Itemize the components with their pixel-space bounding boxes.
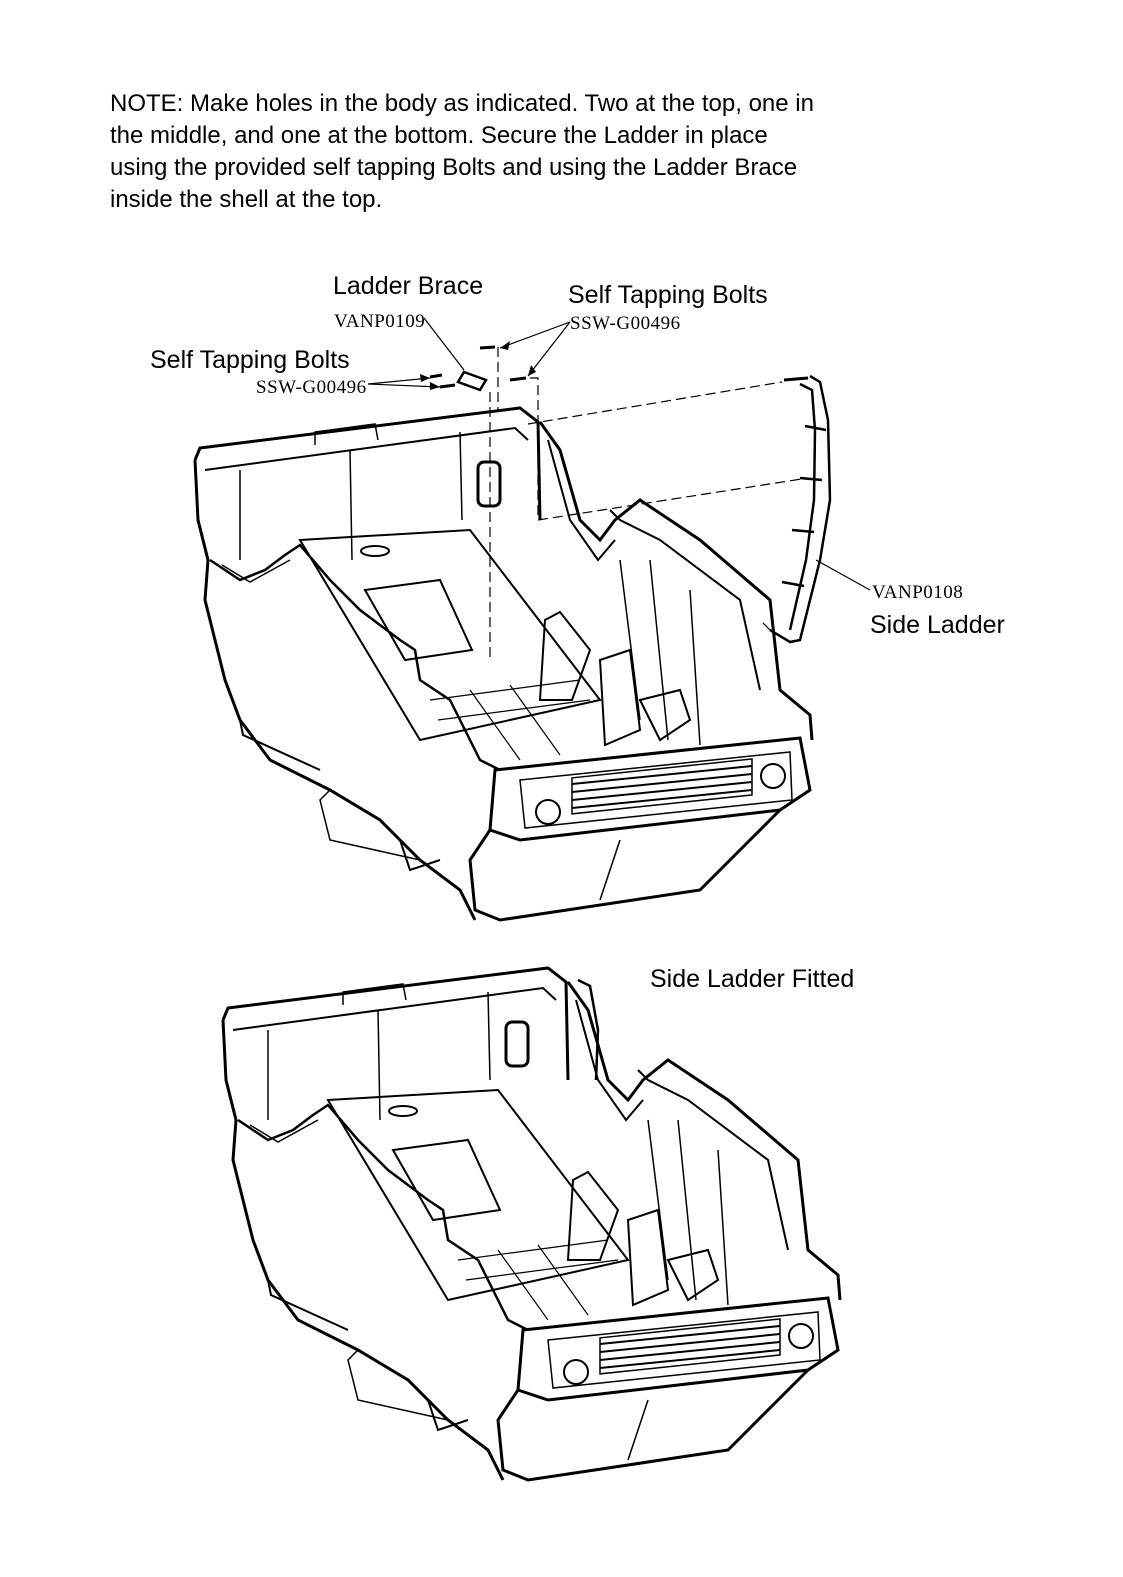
fitted-ladder	[577, 978, 600, 1081]
callout-bolts-top-name: Self Tapping Bolts	[568, 281, 768, 309]
assembly-guide-lines	[489, 347, 809, 660]
van-body-fitted	[221, 966, 842, 1482]
van-body-exploded	[193, 406, 814, 922]
callout-bolts-left-code: SSW-G00496	[256, 377, 367, 398]
ladder-brace-part	[456, 370, 488, 392]
callout-bolts-left-name: Self Tapping Bolts	[150, 346, 350, 374]
callout-ladder-brace-code: VANP0109	[334, 311, 426, 332]
callout-ladder-brace-name: Ladder Brace	[333, 272, 484, 300]
side-ladder-part	[769, 374, 832, 644]
callout-side-ladder-code: VANP0108	[872, 582, 964, 603]
fitted-caption: Side Ladder Fitted	[650, 965, 855, 993]
callout-leaders	[367, 317, 871, 591]
callout-bolts-top-code: SSW-G00496	[570, 313, 681, 334]
instruction-note: NOTE: Make holes in the body as indicate…	[110, 90, 814, 213]
callout-side-ladder-name: Side Ladder	[870, 611, 1005, 639]
leader-arrowheads	[420, 341, 536, 390]
self-tapping-bolts	[429, 345, 527, 389]
